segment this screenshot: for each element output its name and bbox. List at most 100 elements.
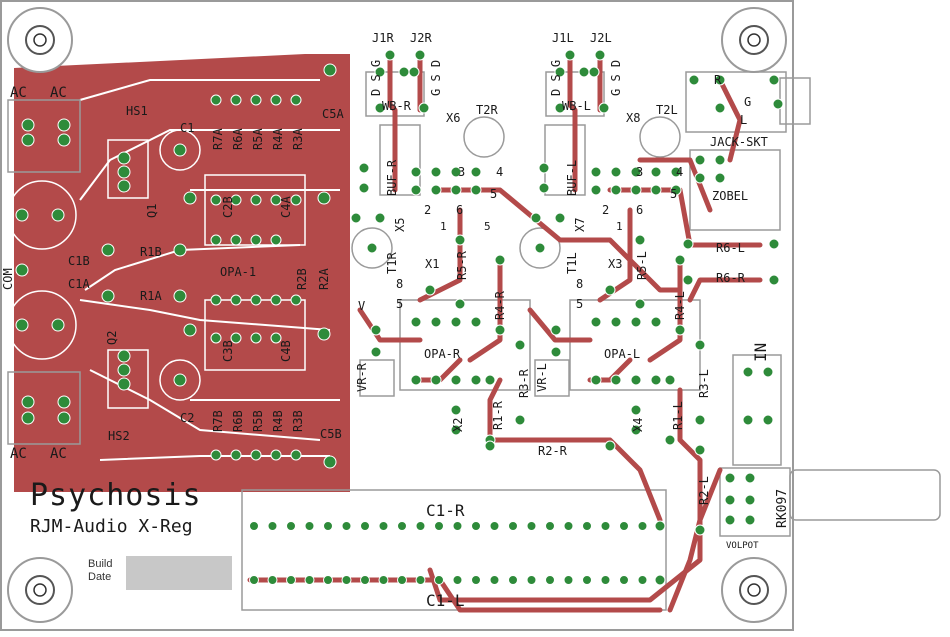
solder-pad (410, 374, 422, 386)
solder-pad (554, 212, 566, 224)
solder-pad (650, 316, 662, 328)
solder-pad (724, 494, 736, 506)
label-com: COM (1, 268, 15, 290)
solder-pad (360, 521, 370, 531)
label-r5l: R5-L (635, 251, 649, 280)
label-hs1: HS1 (126, 104, 148, 118)
solder-pad (410, 316, 422, 328)
solder-pad (397, 575, 407, 585)
solder-pad (578, 66, 590, 78)
solder-pad (630, 184, 642, 196)
solder-pad (210, 449, 222, 461)
label-gsd-r: G S D (429, 60, 443, 96)
solder-pad (290, 94, 302, 106)
solder-pad (619, 575, 629, 585)
solder-pad (397, 521, 407, 531)
solder-pad (210, 94, 222, 106)
solder-pad (230, 234, 242, 246)
solder-pad (630, 374, 642, 386)
label-x2: X2 (451, 418, 465, 432)
solder-pad (694, 339, 706, 351)
label-jack: JACK-SKT (710, 135, 768, 149)
component-outlines-signal (241, 71, 941, 611)
solder-pad (742, 366, 754, 378)
solder-pad (415, 575, 426, 585)
solder-pad (590, 184, 602, 196)
solder-pad (604, 284, 616, 296)
solder-pad (650, 166, 662, 178)
solder-pad (173, 143, 187, 157)
solder-pad (470, 184, 482, 196)
solder-pad (250, 449, 262, 461)
build-date-label: Build Date (88, 558, 113, 583)
label-c2b: C2B (221, 196, 235, 218)
solder-pad (267, 521, 278, 531)
solder-pad (484, 374, 496, 386)
label-r5r: R5-R (455, 250, 469, 280)
label-j1r: J1R (372, 31, 394, 45)
label-r3l: R3-L (697, 369, 711, 398)
solder-pad (742, 414, 754, 426)
label-x8: X8 (626, 111, 640, 125)
solder-pad (471, 575, 481, 585)
label-r6a: R6A (231, 128, 245, 150)
label-n4-l: 4 (676, 165, 683, 179)
solder-pad (250, 94, 262, 106)
label-c5b: C5B (320, 427, 342, 441)
label-n5-r2: 5 (490, 187, 497, 201)
silkscreen-labels: AC AC AC AC HS1 HS2 C1 C2 C1B C1A C5A C5… (10, 31, 768, 610)
solder-pad (341, 521, 352, 531)
solder-pad (57, 133, 71, 147)
board-title: Psychosis (30, 478, 202, 513)
solder-pad (538, 162, 550, 174)
label-r4l: R4-L (673, 291, 687, 320)
solder-pad (654, 574, 666, 586)
solder-pad (424, 284, 436, 296)
solder-pad (545, 575, 555, 585)
solder-pad (744, 494, 756, 506)
solder-pad (484, 440, 496, 452)
label-opal: OPA-L (604, 347, 640, 361)
solder-pad (590, 166, 602, 178)
label-c5a: C5A (322, 107, 344, 121)
label-n5-l3: 5 (576, 297, 583, 311)
solder-pad (664, 434, 676, 446)
solder-pad (452, 575, 463, 585)
label-n3-r: 3 (458, 165, 465, 179)
solder-pad (508, 575, 518, 585)
label-n2-r: 2 (424, 203, 431, 217)
label-t2r: T2R (476, 103, 498, 117)
label-r4r: R4-R (493, 290, 507, 320)
solder-pad (374, 102, 386, 114)
label-n1-r: 1 (440, 220, 447, 233)
solder-pad (598, 102, 610, 114)
solder-pad (744, 472, 756, 484)
solder-pad (762, 366, 774, 378)
solder-pad (772, 98, 784, 110)
solder-pad (450, 184, 462, 196)
solder-pad (101, 243, 115, 257)
solder-pad (762, 414, 774, 426)
solder-pad (21, 118, 35, 132)
solder-pad (538, 182, 550, 194)
solder-pad (590, 374, 602, 386)
label-c1: C1 (180, 121, 194, 135)
label-ac-tl2: AC (50, 85, 67, 101)
label-bufr: BUF-R (385, 159, 399, 196)
solder-pad (57, 411, 71, 425)
solder-pad (650, 374, 662, 386)
solder-pad (489, 575, 500, 585)
label-gsd-l: G S D (609, 60, 623, 96)
solder-pad (694, 524, 706, 536)
solder-pad (317, 191, 331, 205)
label-n4-r: 4 (496, 165, 503, 179)
label-rk097: RK097 (775, 489, 790, 528)
solder-pad (415, 521, 426, 531)
solder-pad (454, 298, 466, 310)
label-r2l: R2-L (697, 476, 711, 505)
silkscreen-rotated-labels: COM Q1 Q2 C2B C3B C4A C4B R7A R6A R5A R4… (1, 60, 790, 528)
solder-pad (670, 166, 682, 178)
solder-pad (682, 238, 694, 250)
label-r6b: R6B (231, 410, 245, 432)
